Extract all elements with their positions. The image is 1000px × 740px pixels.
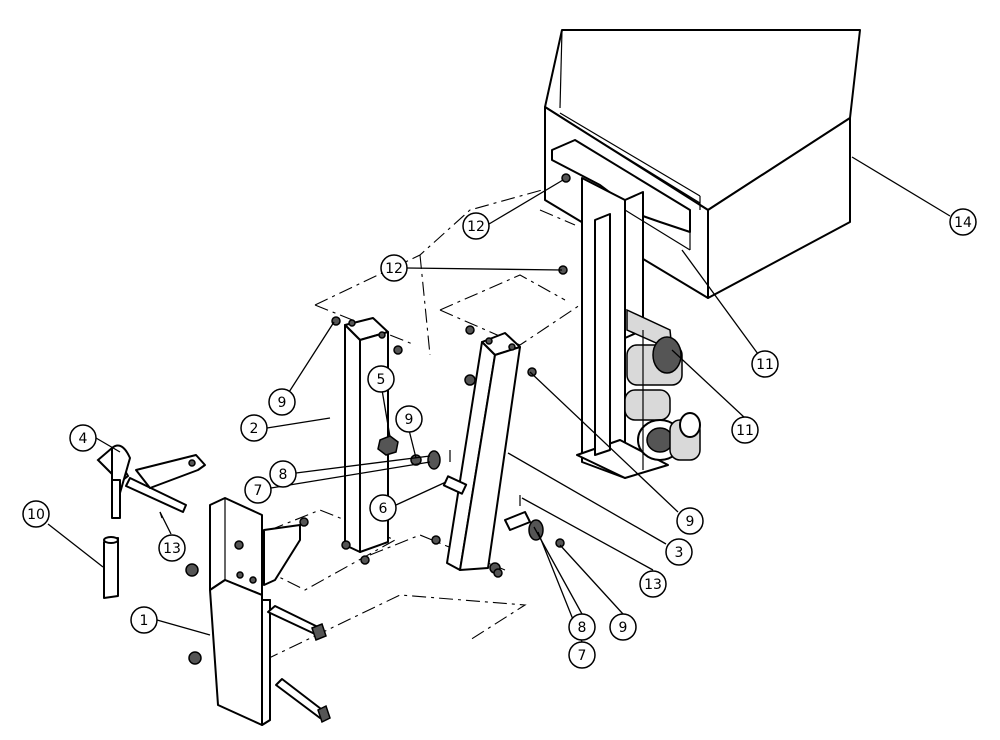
callout-7b: 7 bbox=[568, 641, 596, 669]
callout-13a: 13 bbox=[158, 534, 186, 562]
callout-10: 10 bbox=[22, 500, 50, 528]
callout-9c: 9 bbox=[609, 613, 637, 641]
callout-label: 9 bbox=[278, 395, 287, 411]
callout-label: 8 bbox=[279, 467, 288, 483]
callout-label: 13 bbox=[163, 541, 181, 557]
callout-label: 11 bbox=[736, 423, 754, 439]
callout-label: 9 bbox=[686, 514, 695, 530]
leader-lines bbox=[47, 156, 951, 643]
callout-label: 12 bbox=[385, 261, 403, 277]
callout-label: 8 bbox=[578, 620, 587, 636]
callout-9b: 9 bbox=[395, 405, 423, 433]
sleeve bbox=[103, 536, 119, 599]
callout-7a: 7 bbox=[244, 476, 272, 504]
callout-11b: 11 bbox=[731, 416, 759, 444]
callout-8b: 8 bbox=[568, 613, 596, 641]
callout-label: 9 bbox=[619, 620, 628, 636]
long-bolts bbox=[267, 605, 331, 724]
callout-label: 14 bbox=[954, 215, 972, 231]
callout-13b: 13 bbox=[639, 570, 667, 598]
callout-6: 6 bbox=[369, 494, 397, 522]
callout-1: 1 bbox=[130, 606, 158, 634]
callout-2: 2 bbox=[240, 414, 268, 442]
callout-3: 3 bbox=[665, 538, 693, 566]
right-leg-bar bbox=[446, 332, 521, 574]
callout-label: 2 bbox=[250, 421, 259, 437]
callout-label: 9 bbox=[405, 412, 414, 428]
callout-label: 5 bbox=[377, 372, 386, 388]
callout-12b: 12 bbox=[380, 254, 408, 282]
callout-5: 5 bbox=[367, 365, 395, 393]
callout-label: 6 bbox=[379, 501, 388, 517]
small-hardware bbox=[159, 173, 571, 578]
handle-pin bbox=[96, 444, 206, 519]
callout-12a: 12 bbox=[462, 212, 490, 240]
bottom-bracket bbox=[185, 497, 301, 726]
callout-label: 11 bbox=[756, 357, 774, 373]
callout-label: 10 bbox=[27, 507, 45, 523]
callout-11a: 11 bbox=[751, 350, 779, 378]
callout-9d: 9 bbox=[676, 507, 704, 535]
callout-label: 12 bbox=[467, 219, 485, 235]
callout-label: 7 bbox=[254, 483, 263, 499]
callout-label: 4 bbox=[79, 431, 88, 447]
callout-8a: 8 bbox=[269, 460, 297, 488]
callout-label: 7 bbox=[578, 648, 587, 664]
callout-label: 1 bbox=[140, 613, 149, 629]
callout-14: 14 bbox=[949, 208, 977, 236]
callout-9a: 9 bbox=[268, 388, 296, 416]
callout-label: 13 bbox=[644, 577, 662, 593]
callout-4: 4 bbox=[69, 424, 97, 452]
callout-label: 3 bbox=[675, 545, 684, 561]
